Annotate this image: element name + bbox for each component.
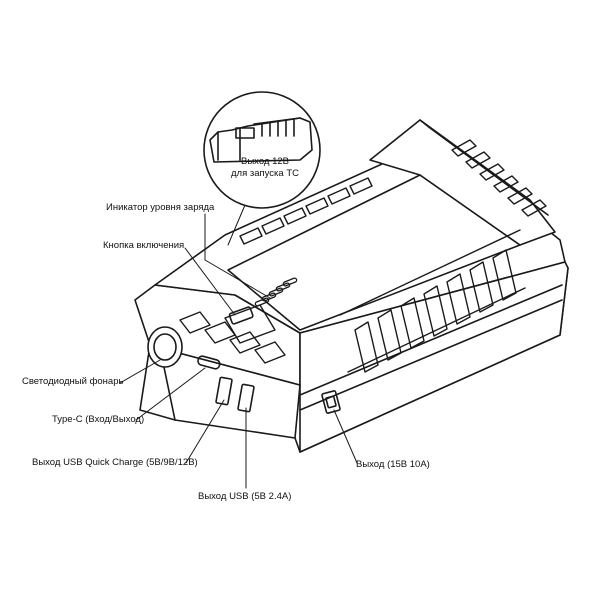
left-ridges	[239, 177, 373, 245]
label-dc-output: Выход (15В 10А)	[356, 459, 430, 470]
leader-dc	[333, 409, 358, 464]
label-output-12v-line1: Выход 12В	[241, 156, 289, 167]
charge-indicator-leds	[254, 277, 298, 307]
leader-12v	[227, 204, 246, 246]
label-output-12v: Выход 12В для запуска ТС	[225, 156, 305, 180]
zoom-callout	[203, 91, 321, 209]
type-c-port	[197, 355, 221, 370]
label-usb-qc: Выход USB Quick Charge (5В/9В/12В)	[32, 457, 198, 468]
usb-port	[237, 383, 255, 413]
leader-lines	[119, 204, 358, 489]
top-ridges	[451, 139, 547, 217]
leader-led	[119, 359, 161, 384]
side-grip-ridges	[339, 229, 526, 373]
leader-power	[184, 247, 236, 316]
power-button	[228, 306, 254, 325]
front-face-details	[179, 304, 286, 364]
dc-output-port	[321, 390, 341, 414]
leader-usb-qc	[185, 399, 225, 464]
leader-type-c	[135, 367, 206, 421]
label-usb: Выход USB (5В 2.4А)	[198, 491, 292, 502]
led-flashlight-lens	[147, 326, 183, 368]
label-power-button: Кнопка включения	[103, 240, 185, 251]
label-led-flashlight: Светодиодный фонарь	[22, 376, 124, 387]
leader-indicator	[204, 213, 271, 299]
label-output-12v-line2: для запуска ТС	[231, 167, 299, 179]
label-type-c: Type-C (Вход/Выход)	[52, 414, 145, 425]
label-charge-indicator: Иникатор уровня заряда	[106, 202, 215, 213]
